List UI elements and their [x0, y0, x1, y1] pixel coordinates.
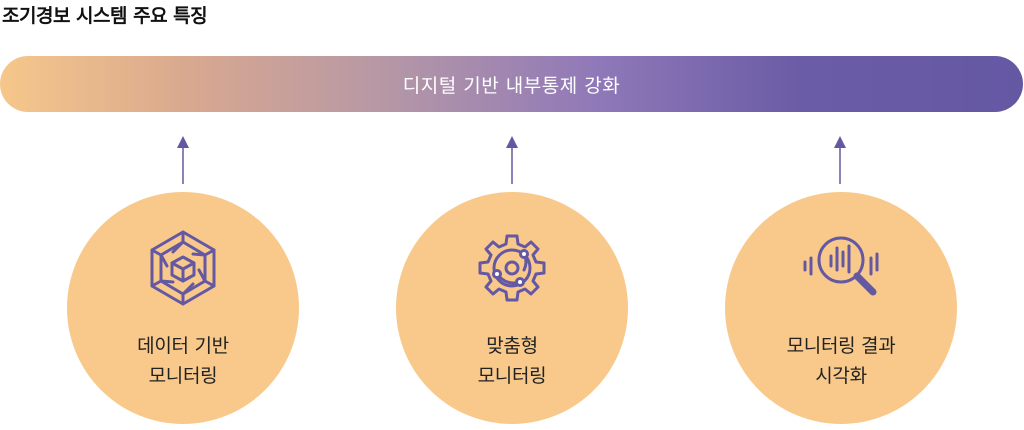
feature-custom-monitoring: 맞춤형 모니터링: [396, 192, 628, 424]
feature-label: 모니터링 결과 시각화: [786, 335, 896, 387]
feature-data-monitoring: 데이터 기반 모니터링: [67, 192, 299, 424]
up-arrow-2: [506, 136, 518, 184]
goal-banner: 디지털 기반 내부통제 강화: [0, 56, 1023, 112]
feature-label: 데이터 기반 모니터링: [137, 335, 229, 387]
gear-network-icon: [478, 234, 546, 302]
up-arrow-1: [177, 136, 189, 184]
cube-hexagon-icon: [150, 230, 216, 306]
up-arrow-3: [834, 136, 846, 184]
page-title: 조기경보 시스템 주요 특징: [2, 5, 208, 27]
feature-result-visualization: 모니터링 결과 시각화: [725, 192, 957, 424]
goal-banner-label: 디지털 기반 내부통제 강화: [402, 74, 621, 97]
magnifier-chart-icon: [803, 236, 879, 296]
feature-label: 맞춤형 모니터링: [477, 335, 547, 387]
